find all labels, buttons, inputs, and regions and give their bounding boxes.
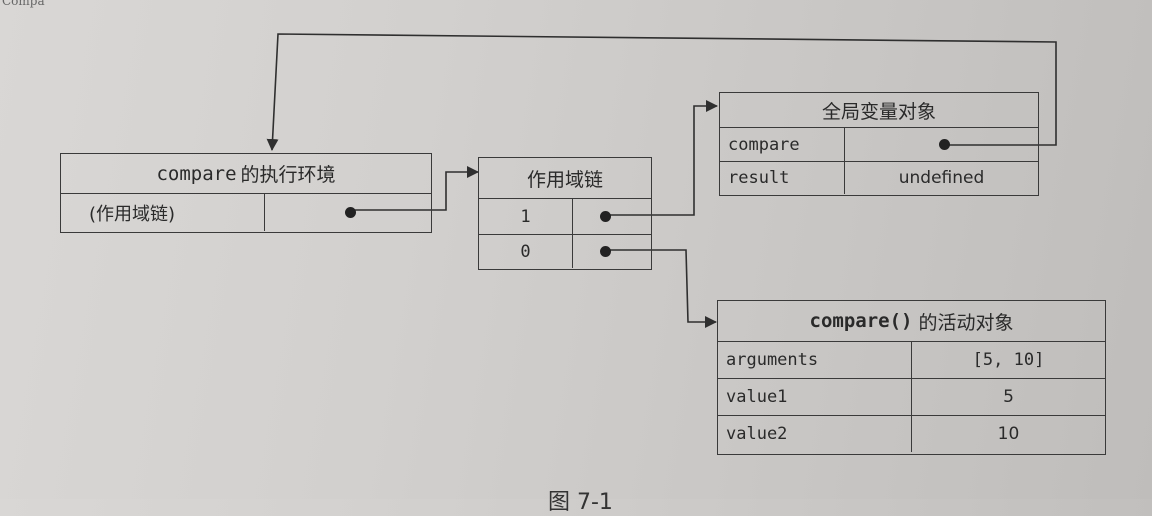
arrow-exec-to-scope-chain: [348, 166, 479, 211]
exec-env-scope-label-cell: (作用域链): [61, 194, 265, 231]
scope-chain-box: 作用域链 1 0: [478, 157, 652, 270]
global-object-key-text: compare: [728, 134, 800, 155]
activation-object-key: value2: [718, 416, 912, 452]
scope-chain-index-text: 1: [520, 206, 531, 227]
activation-object-key-text: value1: [726, 387, 788, 407]
exec-env-title-cjk: 的执行环境: [240, 164, 336, 186]
global-object-pointer-cell: [845, 128, 1038, 161]
global-object-title-text: 全局变量对象: [821, 100, 936, 123]
activation-object-key-text: value2: [726, 424, 788, 444]
global-object-row: result undefined: [720, 161, 1038, 194]
global-object-key-text: result: [728, 168, 790, 188]
pointer-dot: [939, 139, 950, 150]
scope-chain-index: 1: [479, 199, 573, 234]
scope-chain-title-text: 作用域链: [526, 168, 603, 191]
scope-chain-title: 作用域链: [479, 158, 651, 199]
global-object-box: 全局变量对象 compare result undefined: [719, 92, 1039, 196]
activation-object-row: value1 5: [718, 378, 1105, 415]
activation-object-key: value1: [718, 379, 912, 415]
exec-env-scope-row: (作用域链): [61, 194, 431, 231]
arrow-compare-to-exec-env: [266, 33, 1057, 151]
exec-env-scope-label: (作用域链): [89, 203, 176, 225]
activation-object-value-text: 10: [997, 424, 1020, 444]
global-object-value-text: undefined: [898, 168, 985, 188]
global-object-title: 全局变量对象: [720, 93, 1038, 128]
scope-chain-index-text: 0: [520, 241, 531, 262]
activation-object-key-text: arguments: [726, 350, 819, 370]
activation-object-box: compare() 的活动对象 arguments [5, 10] value1…: [717, 300, 1106, 455]
activation-object-value: 5: [912, 379, 1105, 415]
global-object-key: result: [720, 162, 845, 194]
activation-object-row: arguments [5, 10]: [718, 342, 1105, 378]
arrow-scope0-to-activation: [609, 249, 717, 328]
global-object-value: undefined: [845, 162, 1038, 194]
activation-object-key: arguments: [718, 342, 912, 378]
global-object-row: compare: [720, 128, 1038, 161]
scope-chain-pointer-cell: [573, 199, 651, 234]
scope-chain-row-1: 1: [479, 199, 651, 234]
exec-env-title: compare 的执行环境: [61, 154, 431, 194]
figure-caption: 图 7-1: [548, 490, 613, 515]
exec-env-title-code: compare: [156, 162, 237, 185]
scope-chain-pointer-cell: [573, 235, 651, 268]
activation-object-title-code: compare(): [809, 310, 913, 332]
activation-object-row: value2 10: [718, 415, 1105, 452]
activation-object-title-cjk: 的活动对象: [918, 311, 1014, 334]
global-object-key: compare: [720, 128, 845, 161]
corner-text: Compa: [2, 0, 45, 8]
pointer-dot: [345, 207, 356, 218]
activation-object-value: 10: [912, 416, 1105, 452]
scope-chain-index: 0: [479, 235, 573, 268]
exec-env-scope-pointer-cell: [265, 194, 431, 231]
exec-env-box: compare 的执行环境 (作用域链): [60, 153, 432, 233]
activation-object-title: compare() 的活动对象: [718, 301, 1105, 342]
pointer-dot: [600, 211, 611, 222]
activation-object-value: [5, 10]: [912, 342, 1105, 378]
activation-object-value-text: 5: [1003, 387, 1014, 407]
activation-object-value-text: [5, 10]: [972, 350, 1045, 370]
pointer-dot: [600, 246, 611, 257]
scope-chain-row-0: 0: [479, 234, 651, 268]
